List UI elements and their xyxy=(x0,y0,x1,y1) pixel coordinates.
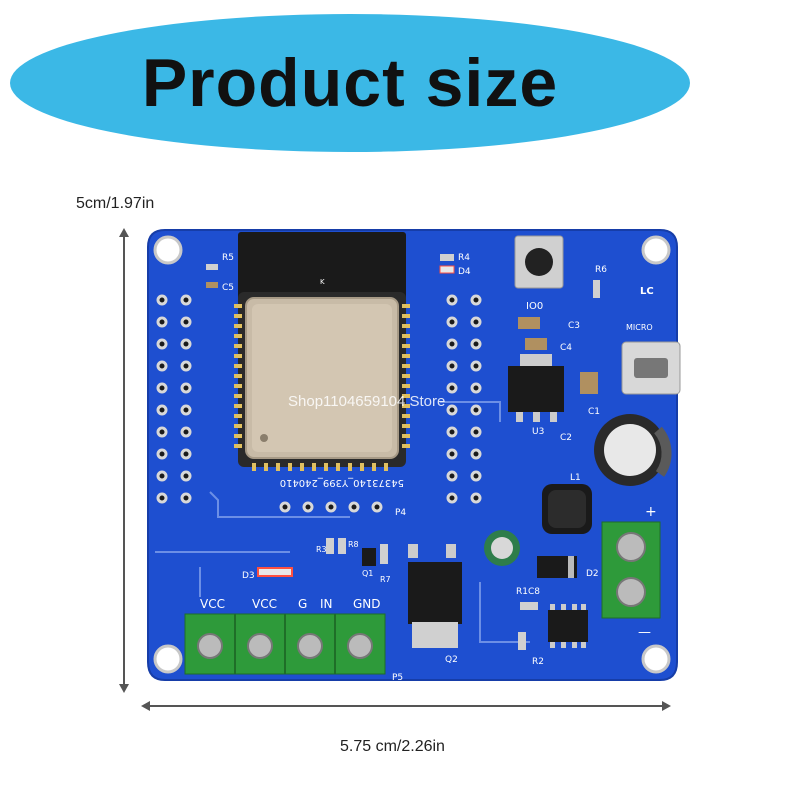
transistor-q2 xyxy=(408,544,462,648)
d4-label: D4 xyxy=(458,267,471,277)
c2-label: C2 xyxy=(560,433,572,443)
l1-label: L1 xyxy=(570,473,581,483)
q1-label: Q1 xyxy=(362,569,373,578)
reset-button xyxy=(514,235,564,289)
width-dimension-line xyxy=(148,705,666,707)
r1c8-label: R1C8 xyxy=(516,587,540,597)
mounting-hole xyxy=(153,644,183,674)
r3-label: R3 xyxy=(316,545,327,554)
terminal-label-g: G xyxy=(298,597,307,611)
q2-label: Q2 xyxy=(445,655,458,665)
module-mark-k: K xyxy=(320,278,325,286)
terminal-label-gnd: GND xyxy=(353,597,381,611)
width-dimension-label: 5.75 cm/2.26in xyxy=(340,738,445,755)
mounting-hole xyxy=(153,235,183,265)
p4-label: P4 xyxy=(395,508,406,518)
io0-label: IO0 xyxy=(526,301,543,312)
power-input-terminal xyxy=(601,521,661,619)
p5-label: P5 xyxy=(392,673,403,683)
title-banner xyxy=(10,14,690,152)
terminal-label-vcc-2: VCC xyxy=(252,597,277,611)
arrow-down-icon xyxy=(119,684,129,693)
c5-label: C5 xyxy=(222,283,234,293)
r8-label: R8 xyxy=(348,540,359,549)
terminal-label-in: IN xyxy=(320,597,333,611)
d2-label: D2 xyxy=(586,569,599,579)
mounting-hole xyxy=(641,644,671,674)
r4-label: R4 xyxy=(458,253,470,263)
arrow-up-icon xyxy=(119,228,129,237)
p4-pin-header xyxy=(279,501,383,513)
right-pin-header xyxy=(446,294,482,504)
plus-label: + xyxy=(645,504,657,520)
wifi-module: K xyxy=(234,232,410,471)
output-terminal-block xyxy=(184,613,386,675)
c1-label: C1 xyxy=(588,407,600,417)
micro-label: MICRO xyxy=(626,323,653,332)
left-pin-header xyxy=(156,294,192,504)
lc-label: LC xyxy=(640,286,654,297)
pcb-board: K 54373140_Y399_240410 P4 R5 C5 xyxy=(147,229,681,683)
mounting-hole xyxy=(641,235,671,265)
height-dimension-line xyxy=(123,235,125,690)
terminal-label-vcc-1: VCC xyxy=(200,597,225,611)
electrolytic-capacitor xyxy=(594,414,672,486)
voltage-regulator-u3 xyxy=(508,354,564,422)
height-dimension-label: 5cm/1.97in xyxy=(76,195,155,212)
r6-label: R6 xyxy=(595,265,607,275)
r5-label: R5 xyxy=(222,253,234,263)
d3-label: D3 xyxy=(242,571,255,581)
ic-chip xyxy=(548,604,588,648)
banner-title: Product size xyxy=(141,45,559,121)
arrow-right-icon xyxy=(662,701,671,711)
c4-label: C4 xyxy=(560,343,572,353)
micro-usb-connector xyxy=(621,341,681,395)
r7-label: R7 xyxy=(380,575,391,584)
inductor-l1 xyxy=(542,484,592,534)
store-watermark: Shop1104659104 Store xyxy=(288,393,446,410)
arrow-left-icon xyxy=(141,701,150,711)
small-capacitor xyxy=(484,530,520,566)
c3-label: C3 xyxy=(568,321,580,331)
module-code-label: 54373140_Y399_240410 xyxy=(280,477,404,488)
minus-label: — xyxy=(638,625,651,640)
u3-label: U3 xyxy=(532,427,544,437)
r2-label: R2 xyxy=(532,657,544,667)
